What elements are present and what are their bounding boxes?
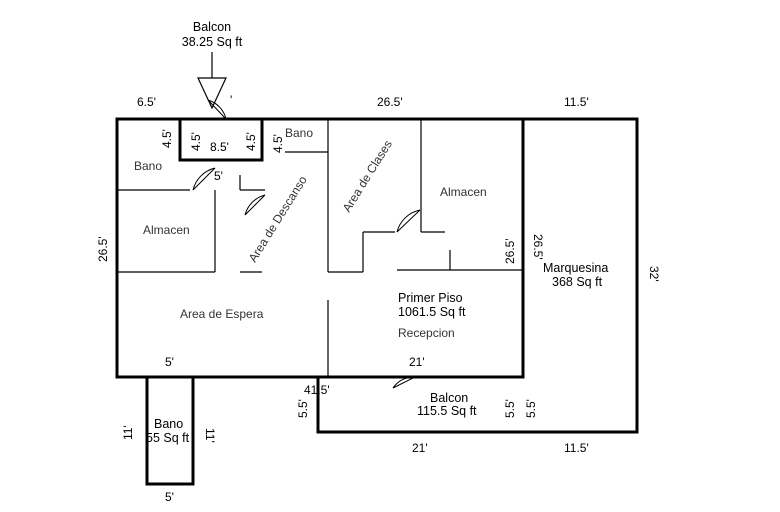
balcon-top-area: 38.25 Sq ft [182, 35, 243, 49]
walls [115, 117, 639, 486]
bano-bottom-name: Bano [154, 417, 183, 431]
dim-top-right: 11.5' [564, 95, 589, 109]
dim-closet-left: 4.5' [160, 129, 174, 148]
door-descanso [244, 194, 266, 216]
room-almacen-left: Almacen [143, 223, 190, 237]
interior-walls [117, 119, 523, 377]
main-outline-wall [115, 117, 525, 379]
dim-right-height: 32' [647, 266, 661, 282]
primer-piso-area: 1061.5 Sq ft [398, 305, 466, 319]
dim-balcon-bottom: 21' [412, 441, 428, 455]
room-area-clases: Area de Clases [340, 138, 395, 215]
balcon-top-marker [197, 52, 227, 110]
bano-bottom-area: 55 Sq ft [146, 431, 190, 445]
dimension-labels: 6.5' ' 26.5' 11.5' 4.5' 4.5' 8.5' 4.5' 4… [96, 93, 661, 504]
door-clases [396, 209, 421, 233]
dim-closet-inner-right: 4.5' [244, 132, 258, 151]
dim-marquesina-height: 26.5' [531, 234, 545, 260]
dim-balcon-left: 5.5' [296, 399, 310, 418]
dim-bano-right-side: 11' [203, 428, 217, 443]
door-bano-left [192, 167, 216, 191]
dim-bottom-left: 5' [165, 355, 174, 369]
room-recepcion: Recepcion [398, 326, 455, 340]
dim-top-door-mark: ' [230, 93, 232, 107]
balcon-top-name: Balcon [193, 20, 231, 34]
door-balcon-bottom [392, 376, 416, 389]
door-balcon-top [198, 99, 227, 120]
marquesina-name: Marquesina [543, 261, 608, 275]
dim-bano-left-side: 11' [121, 425, 135, 440]
dim-marquesina-bottom: 11.5' [564, 441, 589, 455]
primer-piso-name: Primer Piso [398, 291, 463, 305]
dim-mid-height: 26.5' [503, 238, 517, 264]
room-bano-small: Bano [285, 126, 313, 140]
room-area-descanso: Area de Descanso [246, 173, 310, 264]
room-area-espera: Area de Espera [180, 307, 264, 321]
dim-balcon-right: 5.5' [503, 399, 517, 418]
room-bano-left: Bano [134, 159, 162, 173]
dim-top-left: 6.5' [137, 95, 156, 109]
balcon-bottom-name: Balcon [430, 391, 468, 405]
dim-left-height: 26.5' [96, 236, 110, 262]
dim-balcon-offset: 41.5' [304, 383, 330, 397]
dim-closet-right: 4.5' [271, 134, 285, 153]
dim-closet-width: 8.5' [210, 140, 229, 154]
dim-recepcion-width: 21' [409, 355, 425, 369]
doors [192, 52, 421, 389]
dim-marquesina-low: 5.5' [524, 399, 538, 418]
balcon-bottom-wall [316, 377, 523, 434]
room-almacen-right: Almacen [440, 185, 487, 199]
marquesina-wall [523, 117, 639, 434]
dim-bano-width: 5' [165, 490, 174, 504]
balcon-bottom-area: 115.5 Sq ft [417, 404, 477, 418]
closet-wall [178, 119, 264, 162]
dim-bano-door: 5' [214, 169, 223, 183]
bano-bottom-wall [145, 377, 195, 486]
dim-top-mid: 26.5' [377, 95, 403, 109]
dim-closet-inner-left: 4.5' [189, 132, 203, 151]
marquesina-area: 368 Sq ft [552, 275, 603, 289]
